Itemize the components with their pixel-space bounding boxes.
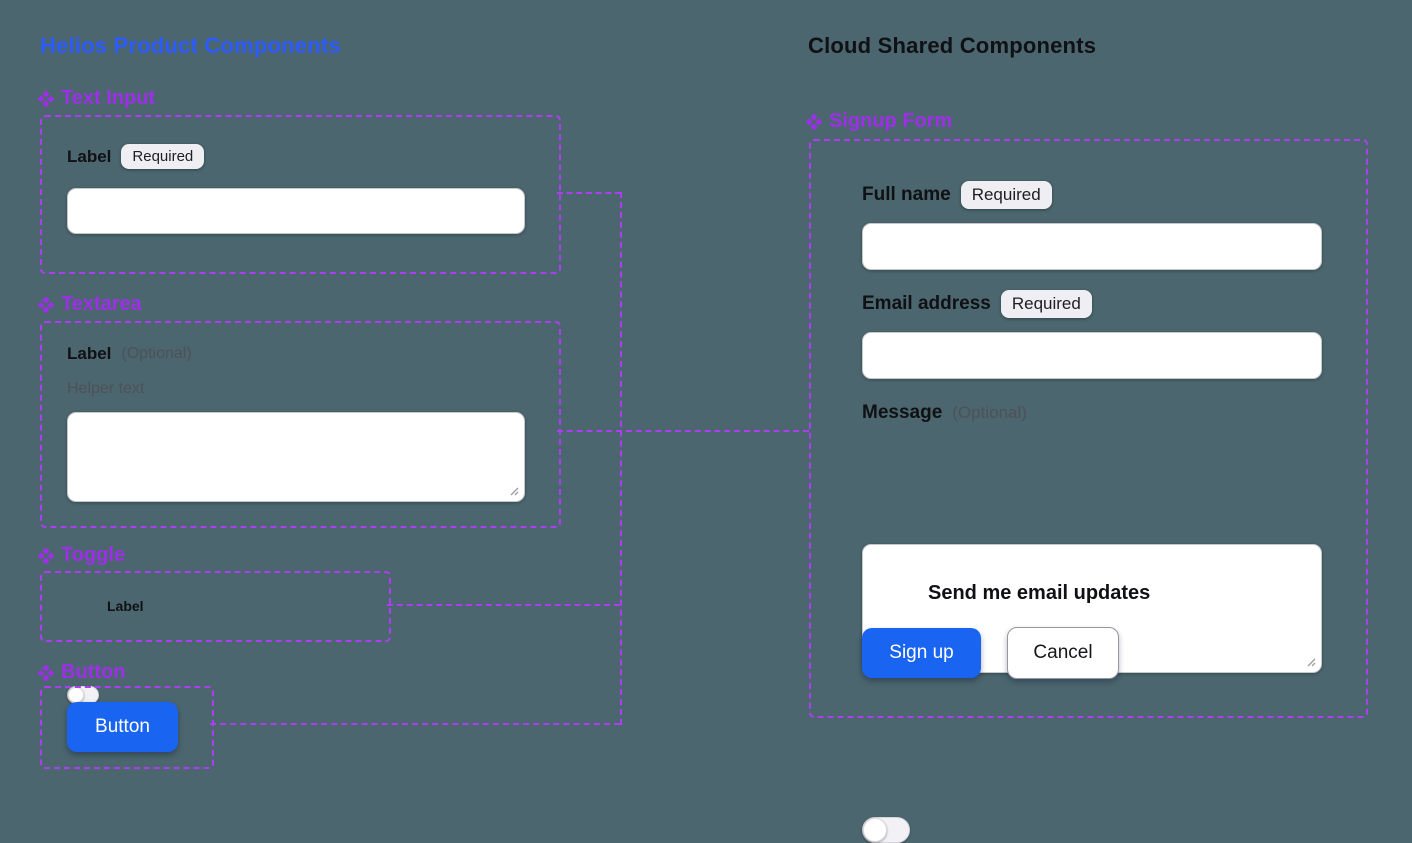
component-header-signup-form[interactable]: Signup Form: [805, 110, 953, 133]
component-icon: [37, 90, 55, 107]
component-header-text-input[interactable]: Text Input: [37, 87, 156, 110]
full-name-input[interactable]: [862, 223, 1322, 270]
component-header-button[interactable]: Button: [37, 661, 126, 684]
component-frame-toggle[interactable]: [40, 571, 391, 642]
message-label: Message: [862, 402, 943, 423]
component-header-label: Button: [61, 661, 126, 683]
resize-handle-icon[interactable]: [507, 484, 519, 496]
textarea-field[interactable]: [67, 412, 525, 502]
connector-button: [210, 723, 620, 725]
required-badge: Required: [960, 181, 1052, 209]
full-name-label: Full name: [862, 183, 951, 205]
connector-toggle: [387, 604, 620, 606]
component-frame-text-input[interactable]: [40, 115, 561, 274]
component-icon: [37, 296, 55, 313]
component-header-textarea[interactable]: Textarea: [37, 293, 142, 316]
optional-suffix: (Optional): [952, 403, 1027, 422]
connector-trunk: [620, 192, 622, 725]
connector-textarea: [557, 430, 809, 432]
email-updates-label: Send me email updates: [928, 582, 1151, 604]
component-header-label: Text Input: [61, 87, 156, 109]
toggle-label: Label: [107, 598, 144, 614]
component-icon: [37, 547, 55, 564]
email-input[interactable]: [862, 332, 1322, 379]
optional-suffix: (Optional): [121, 345, 192, 362]
text-input-field[interactable]: [67, 188, 525, 234]
component-header-label: Toggle: [61, 544, 126, 566]
email-label: Email address: [862, 292, 991, 314]
text-input-label: Label: [67, 146, 112, 166]
component-frame-signup-form[interactable]: [809, 139, 1368, 718]
sample-button[interactable]: Button: [67, 702, 178, 752]
cancel-button[interactable]: Cancel: [1007, 627, 1119, 679]
textarea-label: Label: [67, 344, 112, 363]
right-section-title: Cloud Shared Components: [808, 33, 1097, 58]
component-frame-textarea[interactable]: [40, 321, 561, 528]
textarea-helper-text: Helper text: [67, 380, 145, 397]
sign-up-button[interactable]: Sign up: [862, 628, 981, 678]
component-header-label: Textarea: [61, 293, 142, 315]
component-header-label: Signup Form: [829, 110, 953, 132]
left-section-title: Helios Product Components: [40, 33, 341, 58]
required-badge: Required: [121, 144, 205, 170]
component-icon: [805, 113, 823, 130]
component-icon: [37, 664, 55, 681]
email-updates-toggle[interactable]: [862, 817, 910, 843]
design-canvas: { "icons": { "component": "four-diamonds…: [37, 33, 1368, 843]
resize-handle-icon[interactable]: [1304, 655, 1316, 667]
required-badge: Required: [1000, 290, 1092, 318]
connector-text-input: [557, 192, 621, 194]
component-frame-button[interactable]: [40, 686, 214, 769]
toggle-knob[interactable]: [863, 818, 887, 842]
component-header-toggle[interactable]: Toggle: [37, 544, 126, 567]
